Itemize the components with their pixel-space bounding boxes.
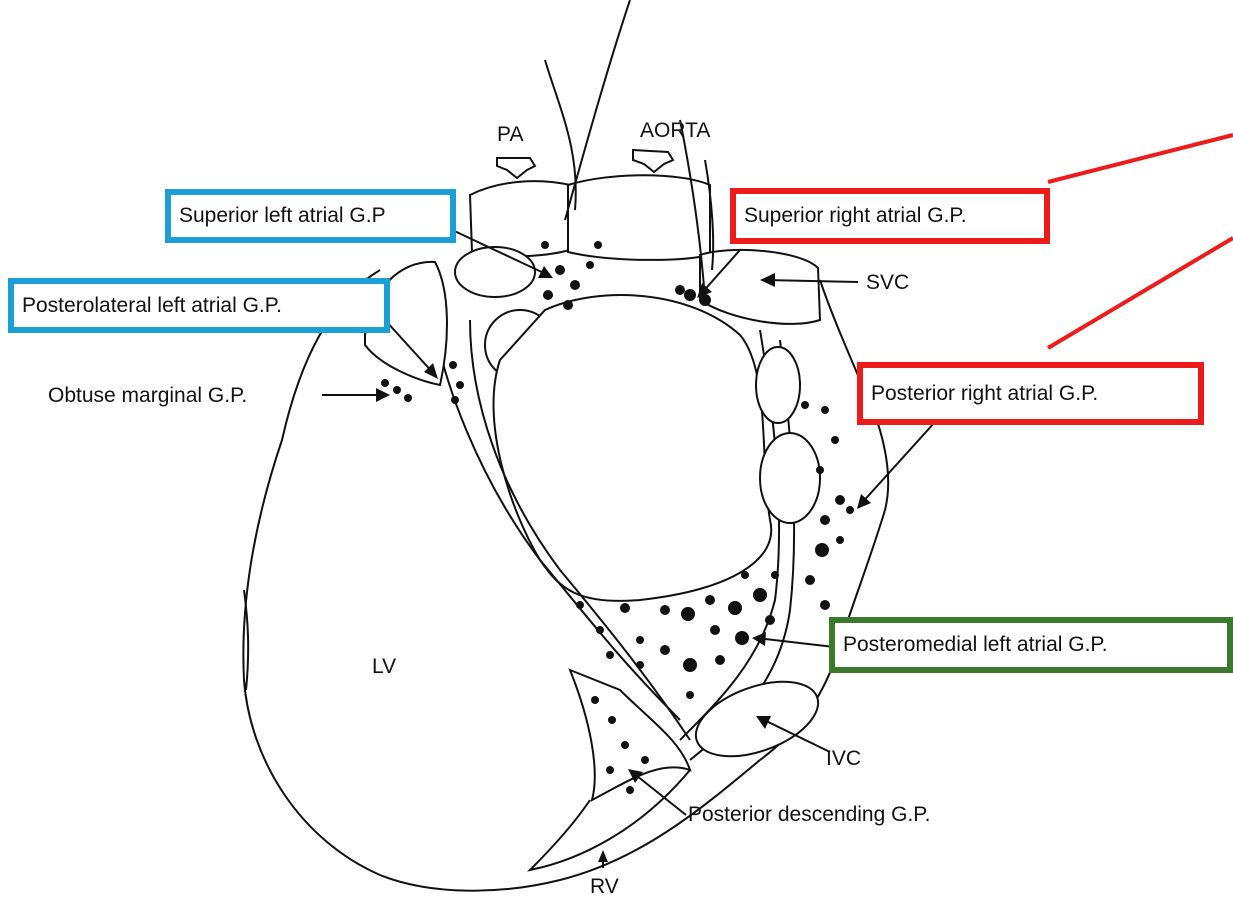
box-posterior-right-atrial: Posterior right atrial G.P.	[857, 362, 1204, 425]
label-obtuse-marginal: Obtuse marginal G.P.	[48, 385, 247, 406]
svc-vessel	[700, 250, 820, 324]
gp-dot	[570, 280, 580, 290]
gp-dot	[606, 766, 614, 774]
gp-dot	[555, 265, 565, 275]
label-rv: RV	[590, 876, 619, 897]
gp-dot	[815, 543, 829, 557]
gp-dot	[621, 741, 629, 749]
pa-arrow	[497, 158, 535, 178]
label-ivc: IVC	[826, 748, 861, 769]
gp-dot	[449, 361, 457, 369]
posterior-descending-region	[570, 670, 690, 800]
gp-dot	[591, 696, 599, 704]
gp-dot	[705, 595, 715, 605]
gp-dot	[820, 515, 830, 525]
box-superior-left-atrial: Superior left atrial G.P	[165, 189, 456, 243]
gp-dot	[675, 285, 685, 295]
gp-dot	[683, 658, 697, 672]
gp-dot	[660, 645, 670, 655]
gp-dot	[821, 406, 829, 414]
ivc-vessel	[686, 667, 828, 771]
box-posterolateral-left-atrial: Posterolateral left atrial G.P.	[8, 278, 390, 333]
gp-dot	[801, 401, 809, 409]
gp-dot	[771, 571, 779, 579]
gp-dot	[681, 607, 695, 621]
gp-dot	[753, 588, 767, 602]
gp-dot	[596, 626, 604, 634]
arrowhead	[376, 388, 390, 402]
gp-dot	[576, 601, 584, 609]
red-annotation-line	[1048, 135, 1233, 182]
right-inferior-pulmonary-vein	[760, 433, 820, 523]
box-superior-right-atrial: Superior right atrial G.P.	[730, 188, 1050, 244]
gp-dot	[404, 394, 412, 402]
gp-dot	[660, 605, 670, 615]
gp-dot	[381, 379, 389, 387]
gp-dot	[684, 289, 696, 301]
gp-dot	[735, 631, 749, 645]
box-posteromedial-left-atrial: Posteromedial left atrial G.P.	[829, 617, 1233, 673]
aorta-trunk	[568, 175, 710, 260]
gp-dot	[620, 603, 630, 613]
gp-dot	[608, 716, 616, 724]
gp-dot	[606, 651, 614, 659]
leader-posterior-descending	[632, 772, 686, 815]
gp-dot	[728, 601, 742, 615]
gp-dot	[686, 691, 694, 699]
leader-posterior-right	[860, 422, 935, 505]
gp-dot	[831, 436, 839, 444]
gp-dot	[846, 506, 854, 514]
gp-dot	[393, 386, 401, 394]
label-aorta: AORTA	[640, 120, 710, 141]
gp-dot	[563, 300, 573, 310]
right-superior-pulmonary-vein	[756, 347, 800, 423]
gp-dot	[805, 575, 815, 585]
label-svc: SVC	[866, 272, 909, 293]
label-pa: PA	[497, 124, 523, 145]
label-posterior-descending: Posterior descending G.P.	[688, 804, 930, 825]
gp-dot	[715, 655, 725, 665]
gp-dot	[541, 241, 549, 249]
gp-dot	[641, 756, 649, 764]
gp-dot	[636, 661, 644, 669]
gp-dot	[543, 290, 553, 300]
label-lv: LV	[372, 656, 396, 677]
red-annotation-line	[1048, 238, 1233, 348]
gp-dot	[456, 381, 464, 389]
gp-dot	[836, 536, 844, 544]
gp-dot	[710, 625, 720, 635]
gp-dot	[741, 571, 749, 579]
gp-dot	[636, 636, 644, 644]
gp-dot	[816, 466, 824, 474]
aorta-arrow	[633, 150, 673, 172]
gp-dot	[594, 241, 602, 249]
gp-dot	[451, 396, 459, 404]
gp-dot	[626, 786, 634, 794]
gp-dot	[820, 600, 830, 610]
gp-dot	[765, 615, 775, 625]
left-superior-pulmonary-vein	[455, 247, 535, 297]
arrowhead	[598, 850, 608, 862]
gp-dot	[586, 261, 594, 269]
gp-dot	[835, 495, 845, 505]
